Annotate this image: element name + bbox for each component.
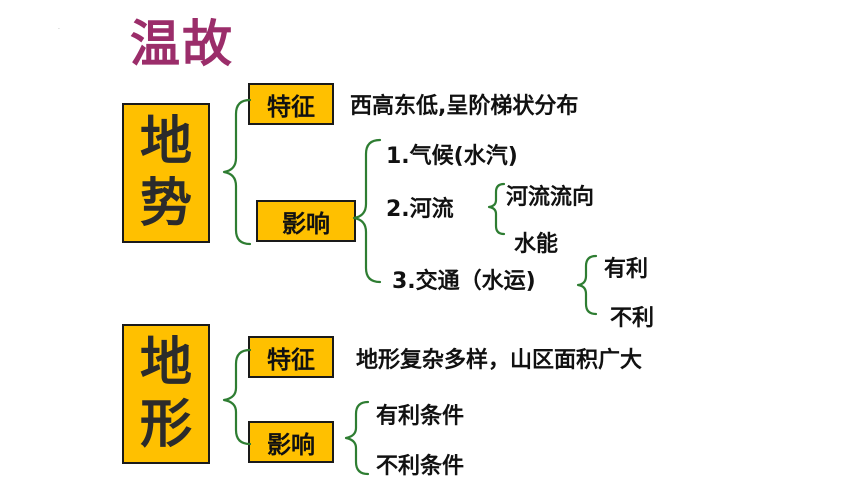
landform-main-brace	[222, 348, 252, 446]
river-subitem-hydropower: 水能	[514, 232, 559, 257]
terrain-influence-climate: 1.气候(水汽)	[386, 144, 518, 169]
landform-feature-text: 地形复杂多样，山区面积广大	[356, 348, 643, 373]
terrain-influence-label-box: 影响	[256, 200, 356, 242]
terrain-influence-rivers: 2.河流	[386, 197, 454, 222]
landform-influence-favorable: 有利条件	[376, 404, 465, 429]
terrain-feature-text: 西高东低,呈阶梯状分布	[350, 94, 579, 119]
traffic-subitem-favorable: 有利	[604, 257, 649, 282]
terrain-label-char-2: 势	[139, 174, 192, 234]
traffic-brace	[576, 254, 598, 316]
page-title: 温故	[130, 15, 234, 73]
landform-label-box: 地 形	[122, 324, 210, 464]
landform-influence-brace	[344, 400, 370, 476]
landform-feature-label-box: 特征	[248, 336, 334, 378]
river-brace	[487, 182, 506, 236]
landform-influence-label-box: 影响	[248, 421, 334, 463]
landform-feature-label: 特征	[267, 345, 315, 374]
terrain-influence-brace	[352, 138, 382, 284]
terrain-label-char-1: 地	[139, 112, 192, 172]
landform-influence-label: 影响	[267, 430, 315, 459]
landform-influence-unfavorable: 不利条件	[376, 454, 465, 479]
terrain-feature-label-box: 特征	[248, 83, 334, 125]
traffic-subitem-unfavorable: 不利	[610, 306, 655, 331]
terrain-influence-traffic: 3.交通（水运)	[392, 269, 536, 294]
terrain-influence-label: 影响	[282, 209, 330, 238]
terrain-label-box: 地 势	[122, 103, 210, 243]
terrain-feature-label: 特征	[267, 92, 315, 121]
terrain-main-brace	[222, 98, 252, 246]
river-subitem-direction: 河流流向	[506, 185, 595, 210]
landform-label-char-2: 形	[139, 395, 192, 455]
landform-label-char-1: 地	[139, 333, 192, 393]
decorative-dot: ·	[58, 26, 60, 33]
